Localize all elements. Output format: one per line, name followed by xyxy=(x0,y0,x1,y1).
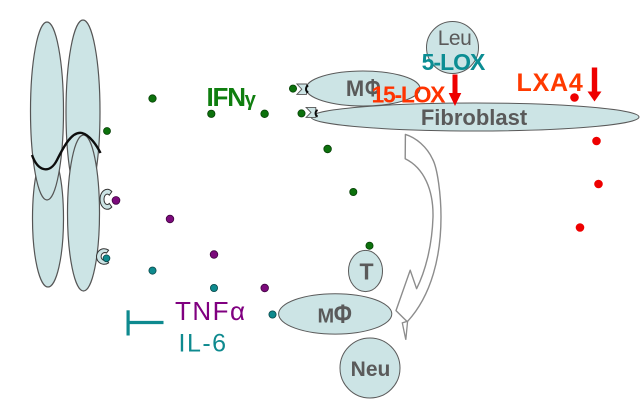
svg-text:Leu: Leu xyxy=(438,27,472,50)
svg-text:M: M xyxy=(346,76,364,101)
svg-text:M: M xyxy=(318,306,335,328)
svg-text:Φ: Φ xyxy=(334,300,352,330)
svg-text:Neu: Neu xyxy=(351,358,391,381)
svg-text:Fibroblast: Fibroblast xyxy=(421,105,528,130)
svg-text:Φ: Φ xyxy=(365,74,380,102)
svg-text:15-LOX: 15-LOX xyxy=(372,82,447,108)
svg-text:IL-6: IL-6 xyxy=(179,330,228,358)
svg-text:LXA4: LXA4 xyxy=(517,69,584,97)
svg-text:T: T xyxy=(359,259,373,285)
svg-text:5-LOX: 5-LOX xyxy=(422,49,486,75)
svg-text:TNFα: TNFα xyxy=(175,296,247,326)
